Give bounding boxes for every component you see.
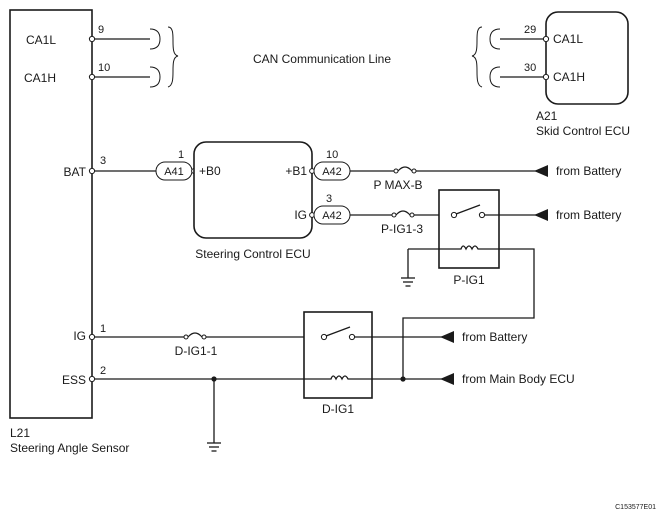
sas-pin-ca1h [88, 73, 96, 81]
skid-ca1l-num: 29 [524, 24, 536, 36]
sas-ca1h-label: CA1H [24, 71, 56, 85]
connector-a42-ig-num: 3 [326, 193, 332, 205]
can-break-right-ca1l [489, 28, 501, 50]
ecu-b1-label: +B1 [285, 164, 307, 178]
sas-ca1h-num: 10 [98, 62, 110, 74]
sas-pin-ess [88, 375, 96, 383]
arrow-battery-2 [534, 209, 548, 221]
relay-pig1-contact-a [450, 211, 458, 219]
steering-angle-sensor: CA1L CA1H BAT IG ESS L21 Steering Angle … [9, 9, 129, 455]
skid-ca1h-label: CA1H [553, 70, 585, 84]
steering-angle-sensor-box [9, 9, 93, 419]
can-brace-right [471, 26, 483, 88]
skid-control-ecu: 29 30 CA1L CA1H A21 Skid Control ECU [524, 11, 630, 138]
fuse-dig11-end-b [201, 334, 207, 340]
connector-a41-label: A41 [164, 166, 184, 178]
skid-ca1l-label: CA1L [553, 32, 583, 46]
fuse-pmax-end-a [393, 168, 399, 174]
ecu-ig-label: IG [294, 208, 307, 222]
sas-pin-bat [88, 167, 96, 175]
can-break-left-ca1h [149, 66, 161, 88]
sas-bat-num: 3 [100, 155, 106, 167]
sas-ca1l-label: CA1L [26, 33, 56, 47]
fuse-pig13-label: P-IG1-3 [381, 222, 423, 236]
ess-wire [94, 375, 452, 381]
sas-name: Steering Angle Sensor [10, 441, 129, 455]
relay-pig1-box [438, 189, 500, 269]
connector-a42-b1-num: 10 [326, 149, 338, 161]
sas-code: L21 [10, 426, 30, 440]
relay-dig1-box [303, 311, 373, 399]
can-brace-left [167, 26, 179, 88]
b1-circuit: A42 10 P MAX-B from Battery [313, 149, 621, 192]
ig-ecu-circuit: A42 3 P-IG1-3 [313, 193, 452, 236]
source-battery-2: from Battery [556, 208, 621, 222]
arrow-main-body [440, 373, 454, 385]
figure-code: C153577E01 [615, 504, 656, 511]
skid-control-ecu-box [545, 11, 629, 105]
fuse-pig13 [395, 210, 411, 216]
fuse-pmax-label: P MAX-B [373, 178, 422, 192]
sas-ess-label: ESS [62, 373, 86, 387]
fuse-dig11-label: D-IG1-1 [175, 344, 218, 358]
ig-sensor-circuit: D-IG1-1 [94, 332, 322, 358]
connector-a42-b1-label: A42 [322, 166, 342, 178]
sas-ca1l-num: 9 [98, 24, 104, 36]
source-battery-1: from Battery [556, 164, 621, 178]
relay-pig1-contact-b [478, 211, 486, 219]
fuse-pig13-end-b [409, 212, 415, 218]
ess-junction-pig1 [400, 376, 406, 382]
fuse-pig13-end-a [391, 212, 397, 218]
skid-ecu-code: A21 [536, 109, 558, 123]
arrow-battery-1 [534, 165, 548, 177]
sas-bat-label: BAT [64, 165, 87, 179]
connector-a41-num: 1 [178, 149, 184, 161]
relay-pig1-switch [455, 204, 481, 215]
steering-control-ecu: +B0 +B1 IG Steering Control ECU [193, 141, 315, 261]
skid-pin-ca1h [542, 73, 550, 81]
sas-ess-num: 2 [100, 365, 106, 377]
steering-control-ecu-box [193, 141, 313, 239]
sas-pin-ig [88, 333, 96, 341]
skid-ca1h-num: 30 [524, 62, 536, 74]
fuse-dig11 [187, 332, 203, 338]
relay-dig1-switch [325, 326, 351, 337]
fuse-dig11-end-a [183, 334, 189, 340]
relay-dig1-label: D-IG1 [322, 402, 354, 416]
bat-circuit: A41 1 [94, 149, 197, 181]
skid-pin-ca1l [542, 35, 550, 43]
skid-ecu-name: Skid Control ECU [536, 124, 630, 138]
sas-ig-label: IG [73, 329, 86, 343]
relay-pig1-coil-circuit [402, 245, 535, 379]
relay-dig1: from Battery D-IG1 [303, 311, 527, 416]
arrow-battery-3 [440, 331, 454, 343]
steering-control-ecu-name: Steering Control ECU [195, 247, 310, 261]
can-break-left-ca1l [149, 28, 161, 50]
relay-dig1-contact-b [348, 333, 356, 341]
can-break-right-ca1h [489, 66, 501, 88]
sas-ig-num: 1 [100, 323, 106, 335]
source-battery-3: from Battery [462, 330, 527, 344]
can-line-label: CAN Communication Line [253, 52, 391, 66]
relay-dig1-contact-a [320, 333, 328, 341]
can-communication-lines: CAN Communication Line [94, 26, 544, 88]
ess-circuit: from Main Body ECU [94, 372, 575, 452]
connector-a42-ig-label: A42 [322, 210, 342, 222]
relay-pig1: from Battery P-IG1 [401, 189, 621, 379]
source-main-body: from Main Body ECU [462, 372, 575, 386]
ecu-b0-label: +B0 [199, 164, 221, 178]
fuse-pmax [397, 166, 413, 172]
sas-pin-ca1l [88, 35, 96, 43]
relay-pig1-label: P-IG1 [453, 273, 485, 287]
fuse-pmax-end-b [411, 168, 417, 174]
